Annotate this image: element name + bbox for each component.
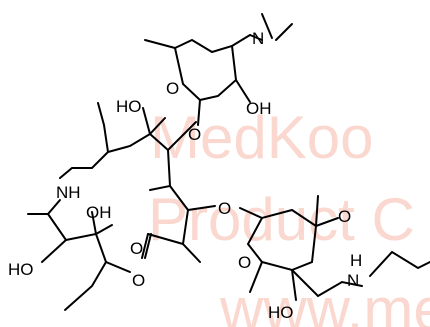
- o-ester-label: O: [130, 239, 143, 258]
- oh-left-label: OH: [86, 203, 112, 222]
- watermark: MedKoo Product C www.me: [148, 104, 430, 327]
- n-side-chain-label: N: [347, 271, 359, 290]
- o-ring-lower-label: O: [238, 253, 251, 272]
- watermark-line-3: www.me: [219, 276, 430, 327]
- o-link-mid-label: O: [218, 199, 231, 218]
- o-lactone-label: O: [132, 271, 145, 290]
- watermark-line-2: Product C: [148, 186, 415, 253]
- oh-sugar-top-label: OH: [246, 99, 272, 118]
- bonds: [27, 13, 430, 311]
- o-methoxy-label: O: [338, 207, 351, 226]
- watermark-line-1: MedKoo: [150, 104, 373, 171]
- ring-oxygen-top-label: O: [166, 79, 179, 98]
- nh-ring-label: NH: [56, 183, 81, 202]
- h-side-chain-label: H: [350, 251, 362, 270]
- n-dimethyl-label: N: [252, 29, 264, 48]
- ho-center-label: HO: [116, 97, 142, 116]
- o-link-top-label: O: [188, 125, 201, 144]
- ho-left-label: HO: [8, 260, 34, 279]
- atom-labels: N O OH HO O NH OH O O O O HO O N H HO: [8, 29, 362, 322]
- ho-bottom-label: HO: [268, 303, 294, 322]
